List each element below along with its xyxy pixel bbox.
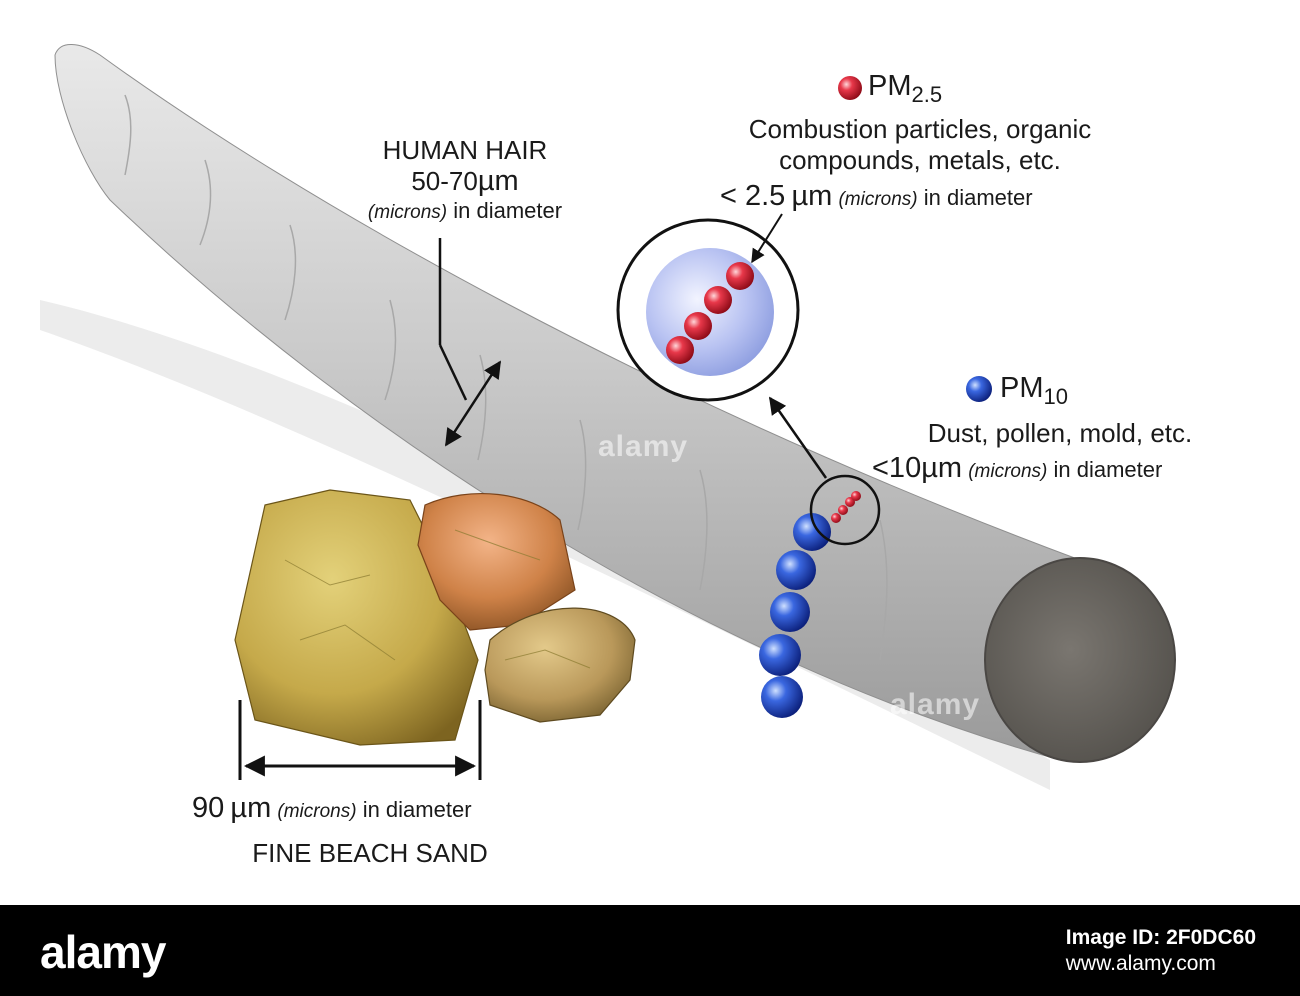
watermark: alamy — [890, 688, 980, 722]
footer-url: www.alamy.com — [1066, 951, 1256, 977]
sand-title: FINE BEACH SAND — [205, 838, 535, 869]
pm25-particle — [726, 262, 754, 290]
pm10-bullet — [966, 376, 992, 402]
footer-logo: alamy — [40, 925, 165, 979]
pm25-particle — [684, 312, 712, 340]
pm10-size: <10µm (microns) in diameter — [872, 452, 1162, 485]
watermark: alamy — [598, 430, 688, 464]
pm10-description: Dust, pollen, mold, etc. — [880, 418, 1240, 449]
human-hair-title: HUMAN HAIR — [325, 135, 605, 166]
pm25-description: Combustion particles, organic compounds,… — [705, 114, 1135, 176]
human-hair-label: HUMAN HAIR 50-70µm (microns) in diameter — [325, 135, 605, 226]
hair-cross-section — [985, 558, 1175, 762]
pm10-particle — [759, 634, 801, 676]
pm25-size: < 2.5 µm (microns) in diameter — [720, 180, 1033, 213]
footer-image-id: Image ID: 2F0DC60 — [1066, 925, 1256, 951]
pm10-particle — [776, 550, 816, 590]
footer-bar: alamy Image ID: 2F0DC60 www.alamy.com — [0, 905, 1300, 996]
pm10-particle — [761, 676, 803, 718]
pm25-heading: PM2.5 — [868, 70, 942, 103]
human-hair-size: 50-70µm — [325, 166, 605, 197]
sand-size: 90 µm (microns) in diameter — [192, 792, 472, 825]
footer-meta: Image ID: 2F0DC60 www.alamy.com — [1066, 925, 1256, 977]
pm10-particle — [770, 592, 810, 632]
illustration: alamy alamy HUMAN HAIR 50-70µm (microns)… — [0, 0, 1300, 905]
pm25-particle — [666, 336, 694, 364]
pm25-magnified-sphere — [646, 248, 774, 376]
pm10-heading: PM10 — [1000, 372, 1068, 405]
human-hair-diameter: (microns) in diameter — [325, 197, 605, 226]
pm25-bullet — [838, 76, 862, 100]
pm25-particle — [704, 286, 732, 314]
